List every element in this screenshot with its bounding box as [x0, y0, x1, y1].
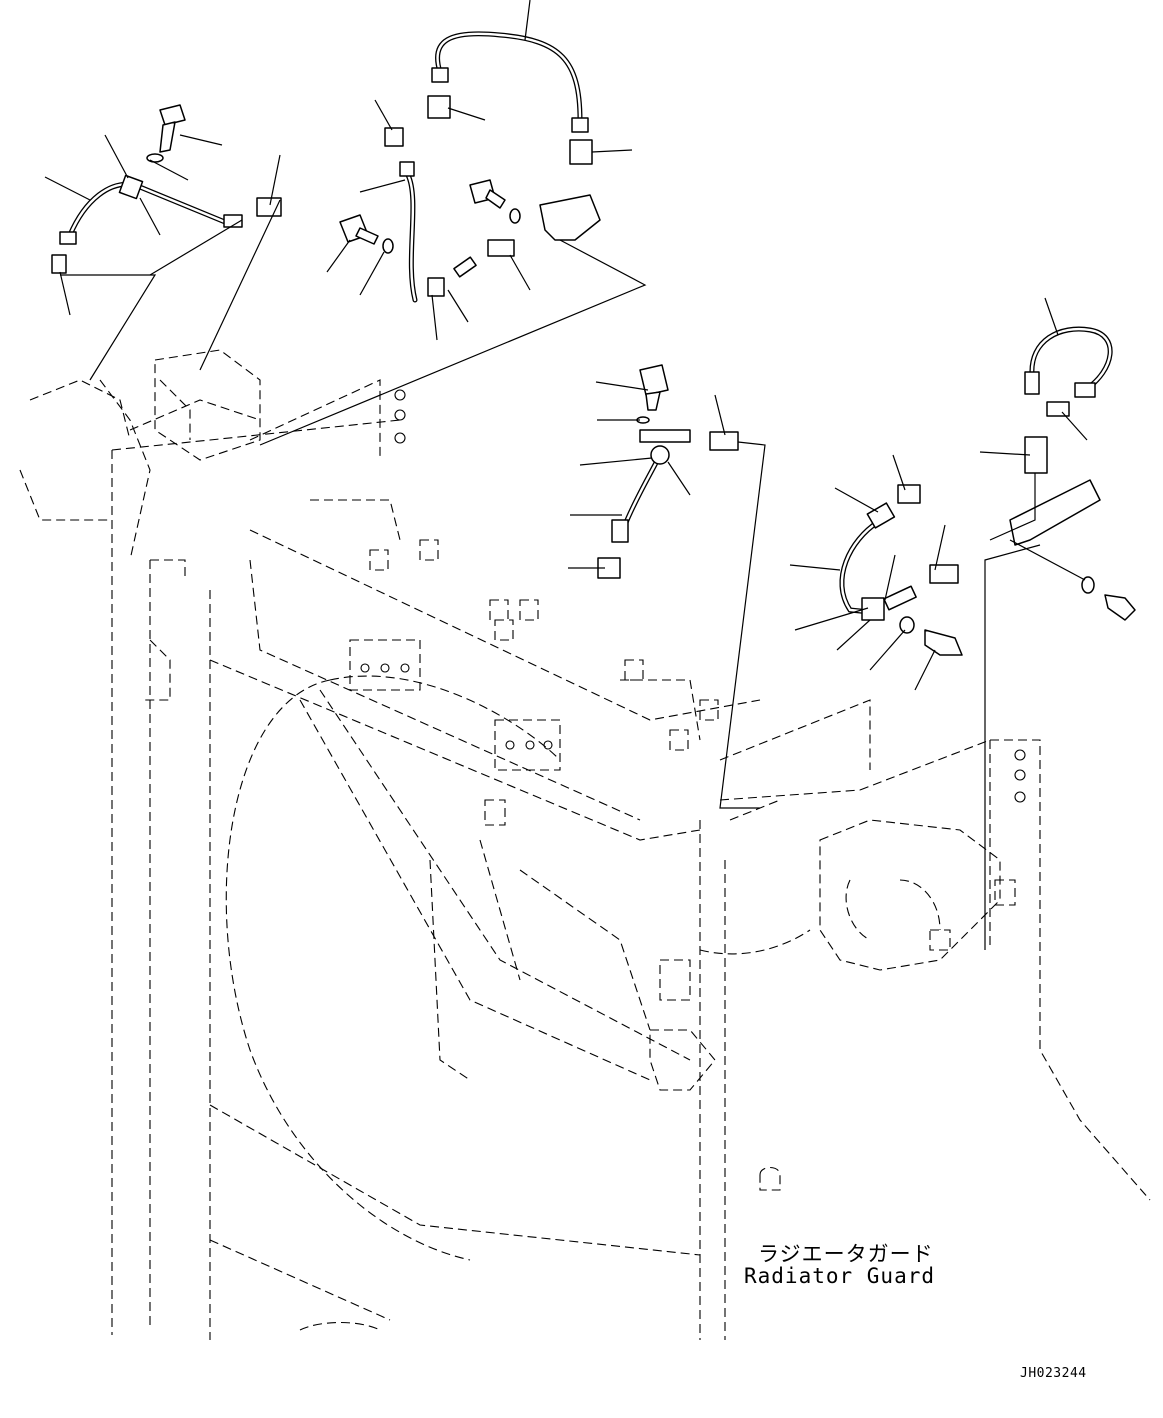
hose-end-fitting	[883, 585, 917, 611]
radiator-guard-outline	[19, 349, 1151, 1340]
elbow-fitting	[427, 95, 451, 119]
hose-fitting	[431, 67, 449, 83]
hose-fitting	[1024, 371, 1040, 395]
leader-lines-center	[259, 0, 647, 446]
hose-end-fitting	[453, 256, 477, 278]
bolt-head	[924, 629, 963, 656]
adapter-fitting	[709, 431, 739, 451]
hose-fitting	[1074, 382, 1096, 398]
bolt-shank	[159, 121, 176, 153]
hose-clamp	[427, 277, 445, 297]
hose-end-fitting	[223, 214, 243, 228]
hose-assembly-right	[839, 326, 1136, 656]
hose-fitting	[571, 117, 589, 133]
elbow-fitting	[1046, 401, 1070, 417]
english-caption: Radiator Guard	[744, 1264, 936, 1288]
hose-assembly-center	[339, 31, 601, 303]
elbow-fitting	[384, 127, 404, 147]
hose-clamp	[650, 445, 670, 465]
hose-assembly-left	[51, 104, 282, 274]
hose-fitting	[611, 519, 629, 543]
drawing-number: JH023244	[1020, 1366, 1087, 1381]
washer	[382, 238, 394, 254]
bolt-shank	[355, 227, 379, 245]
leader-lines-right	[789, 297, 1088, 950]
japanese-caption: ラジエータガード	[758, 1242, 934, 1266]
washer	[146, 153, 164, 163]
adapter-fitting	[256, 197, 282, 217]
washer	[509, 208, 521, 224]
adapter-fitting	[487, 239, 515, 257]
adapter-fitting	[929, 564, 959, 584]
hose-clamp	[118, 174, 144, 200]
hose-clamp	[861, 597, 885, 621]
washer	[899, 616, 915, 634]
bolt-head	[1104, 594, 1136, 621]
bolt-head	[159, 104, 186, 126]
washer	[1081, 576, 1095, 594]
mounting-bracket	[539, 194, 601, 241]
hose-fitting	[399, 161, 415, 177]
leader-lines-middle	[568, 381, 766, 809]
bolt-head	[639, 364, 669, 396]
elbow-fitting	[51, 254, 67, 274]
hose-fitting	[866, 502, 896, 529]
adapter-fitting	[569, 139, 593, 165]
leader-lines-left	[44, 134, 281, 381]
hose-assembly-middle	[597, 364, 739, 579]
bolt-shank	[645, 391, 661, 411]
hose-end-fitting	[639, 429, 691, 443]
bolt-shank	[485, 189, 506, 209]
mounting-bracket	[1009, 479, 1101, 546]
hose-fitting	[59, 231, 77, 245]
elbow-fitting	[897, 484, 921, 504]
